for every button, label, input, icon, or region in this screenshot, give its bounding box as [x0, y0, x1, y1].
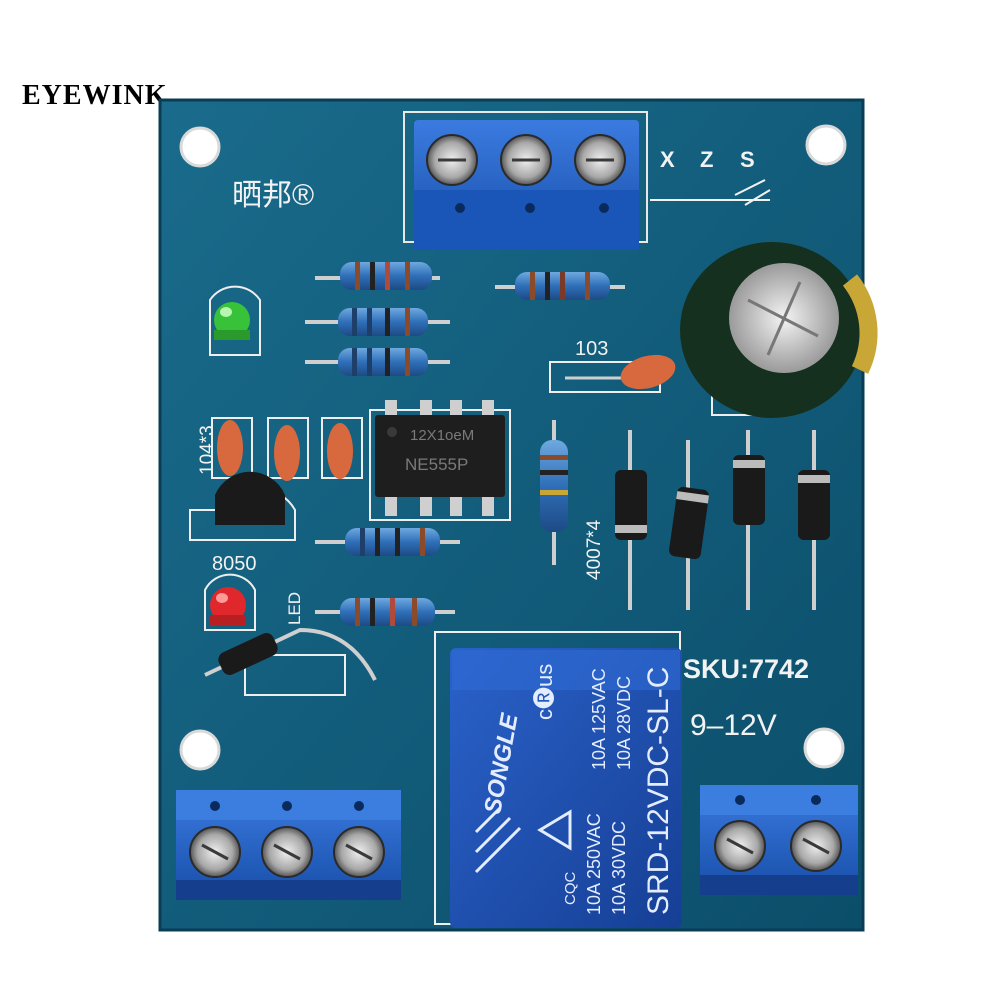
relay-certification: c🅡us	[532, 664, 557, 720]
ic-marking-line2: NE555P	[405, 455, 468, 474]
green-led	[209, 285, 261, 356]
brand-mark: 晒邦®	[232, 179, 314, 212]
terminal-label-z: Z	[700, 147, 713, 172]
cap-array-label: 104*3	[197, 425, 218, 475]
relay-rating-28vdc: 10A 28VDC	[614, 676, 634, 770]
capacitor-label-103: 103	[575, 338, 608, 360]
watermark-text: EYEWINK	[22, 80, 168, 111]
ceramic-capacitor	[549, 354, 676, 393]
terminal-label-s: S	[740, 147, 755, 172]
sku-label: SKU:7742	[683, 654, 809, 684]
relay-rating-125vac: 10A 125VAC	[589, 668, 609, 770]
warning-triangle-icon	[537, 809, 572, 851]
terminal-block-bottom-left	[176, 790, 401, 900]
relay-model: SRD-12VDC-SL-C	[642, 667, 675, 915]
relay-rating-30vdc: 10A 30VDC	[609, 821, 629, 915]
resistor	[495, 272, 625, 300]
voltage-label: 9–12V	[690, 709, 777, 742]
water-probe-mark	[650, 179, 771, 206]
terminal-label-x: X	[660, 147, 675, 172]
resistor	[305, 308, 450, 336]
resistor-vertical	[540, 420, 568, 565]
terminal-block-top	[403, 111, 648, 250]
ic-chip	[369, 400, 511, 521]
mounting-holes	[179, 124, 847, 771]
diode	[204, 627, 377, 696]
electrolytic-capacitor	[680, 242, 878, 418]
ceramic-capacitor-row	[211, 417, 363, 481]
transistor-label: 8050	[212, 553, 257, 575]
diode-array-label: 4007*4	[584, 519, 605, 580]
relay-rating-250vac: 10A 250VAC	[584, 813, 604, 915]
relay	[434, 631, 682, 928]
transistor	[189, 471, 296, 541]
resistor	[315, 262, 440, 290]
led-label: LED	[285, 592, 304, 625]
terminal-block-bottom-right	[700, 785, 858, 895]
diode-row	[615, 430, 830, 610]
resistor	[305, 348, 450, 376]
ic-marking-line1: 12X1oeM	[410, 427, 474, 444]
resistor	[315, 598, 455, 626]
resistor	[315, 528, 460, 556]
relay-cqc-mark: CQC	[562, 872, 579, 906]
red-led	[204, 573, 256, 631]
